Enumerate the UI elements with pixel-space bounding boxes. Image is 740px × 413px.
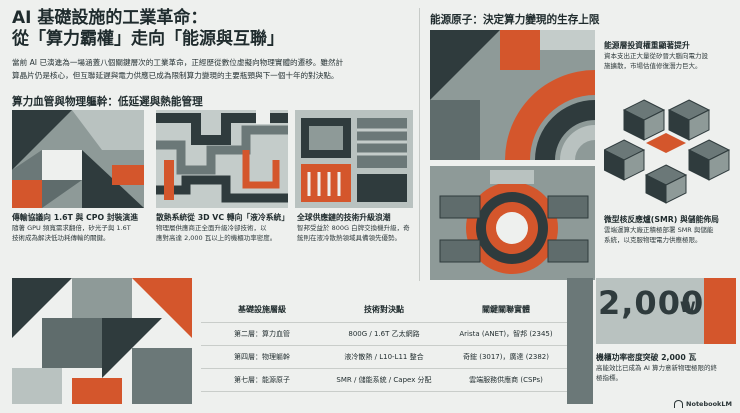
notebooklm-icon xyxy=(674,400,684,408)
table-header-row: 基礎設施層級 技術對決點 關鍵關聯實體 xyxy=(201,296,567,323)
server-cubes-illustration xyxy=(604,95,734,205)
card-1: 傳輸協議向 1.6T 與 CPO 封裝演進 隨著 GPU 頻寬需求翻倍，矽光子與… xyxy=(12,212,152,243)
reactor-illustration xyxy=(430,166,595,280)
table-row: 第四層：物理軀幹 液冷散熱 / L10-L11 整合 奇鋐 (3017)，廣達 … xyxy=(201,346,567,369)
power-unit: W xyxy=(680,300,696,316)
smr-item: 微型核反應爐(SMR) 與儲能佈局 雲端運算大廠正積極部署 SMR 與儲能 系統… xyxy=(604,214,736,245)
title-line-1: AI 基礎設施的工業革命： xyxy=(12,8,208,28)
table-row: 第二層：算力血管 800G / 1.6T 乙太網路 Arista (ANET)，… xyxy=(201,323,567,346)
card-3-body-line-1: 智邦受益於 800G 白牌交換機升級，奇 xyxy=(297,224,410,232)
table-header: 技術對決點 xyxy=(364,304,404,314)
title-line-2: 從「算力霸權」走向「能源與互聯」 xyxy=(12,29,284,49)
smr-item-body-line-1: 雲端運算大廠正積極部署 SMR 與儲能 xyxy=(604,226,714,234)
power-readout: 2,000 W xyxy=(596,278,736,344)
card-2-body-line-2: 應對高達 2,000 瓦以上的機櫃功率密度。 xyxy=(156,234,277,242)
table-cell: 雲端服務供應商 (CSPs) xyxy=(469,376,543,384)
table-cell: 第四層：物理軀幹 xyxy=(234,353,290,361)
table-cell: SMR / 儲能系統 / Capex 分配 xyxy=(336,376,432,384)
card-3-title: 全球供應鏈的技術升級浪潮 xyxy=(297,213,391,222)
card-1-body-line-2: 技術成為解決低功耗傳輸的關鍵。 xyxy=(12,234,110,242)
table-cell: 奇鋐 (3017)，廣達 (2382) xyxy=(462,353,549,361)
smr-item-body-line-2: 系統，以克服物理電力供應極限。 xyxy=(604,236,702,244)
energy-item-body-line-1: 資本支出正大量從矽晉大腦向電力設 xyxy=(604,52,708,60)
table-cell: 液冷散熱 / L10-L11 整合 xyxy=(344,353,424,361)
card-3-body-line-2: 鋐則在液冷散熱領域具備領先優勢。 xyxy=(297,234,401,242)
card-1-title: 傳輸協議向 1.6T 與 CPO 封裝演進 xyxy=(12,213,139,222)
power-item: 機櫃功率密度突破 2,000 瓦 高能效比已成為 AI 算力意新物理極限的終 極… xyxy=(596,352,736,383)
power-number: 2,000 xyxy=(598,284,705,322)
bottom-left-illustration xyxy=(12,278,192,404)
power-item-body-line-1: 高能效比已成為 AI 算力意新物理極限的終 xyxy=(596,364,717,372)
page-title: AI 基礎設施的工業革命： 從「算力霸權」走向「能源與互聯」 xyxy=(12,8,284,50)
energy-item: 能源層投資權重顯著提升 資本支出正大量從矽晉大腦向電力設 施擴散，市場估值修復潛… xyxy=(604,40,734,71)
card-1-body-line-1: 隨著 GPU 頻寬需求翻倍，矽光子與 1.6T xyxy=(12,224,131,232)
power-item-body-line-2: 極指標。 xyxy=(596,374,622,382)
table-cell: 800G / 1.6T 乙太網路 xyxy=(348,330,420,338)
logo-text: NotebookLM xyxy=(686,400,732,408)
card-1-illustration xyxy=(12,110,144,208)
energy-item-body-line-2: 施擴散，市場估值修復潛力巨大。 xyxy=(604,62,702,70)
card-2-title: 散熱系統從 3D VC 轉向「液冷系統」 xyxy=(156,213,290,222)
card-2-body-line-1: 物理層供應商正全面升級冷卻技術，以 xyxy=(156,224,267,232)
card-2: 散熱系統從 3D VC 轉向「液冷系統」 物理層供應商正全面升級冷卻技術，以 應… xyxy=(156,212,296,243)
comparison-table: 基礎設施層級 技術對決點 關鍵關聯實體 第二層：算力血管 800G / 1.6T… xyxy=(201,296,567,392)
energy-illustration xyxy=(430,30,595,160)
card-3-illustration xyxy=(295,110,413,208)
intro-line-1: 當前 AI 已演進為一場涵蓋八個關鍵層次的工業革命，正經歷從數位虛擬向物理實體的… xyxy=(12,58,344,67)
table-header: 關鍵關聯實體 xyxy=(482,304,530,314)
energy-item-title: 能源層投資權重顯著提升 xyxy=(604,41,690,50)
column-divider xyxy=(419,8,420,281)
table-cell: Arista (ANET)，智邦 (2345) xyxy=(459,330,553,338)
table-cell: 第七層：能源原子 xyxy=(234,376,290,384)
power-item-title: 機櫃功率密度突破 2,000 瓦 xyxy=(596,353,697,362)
card-3: 全球供應鏈的技術升級浪潮 智邦受益於 800G 白牌交換機升級，奇 鋐則在液冷散… xyxy=(297,212,419,243)
table-row: 第七層：能源原子 SMR / 儲能系統 / Capex 分配 雲端服務供應商 (… xyxy=(201,369,567,392)
left-section-heading: 算力血管與物理軀幹：低延遲與熱能管理 xyxy=(12,96,203,108)
notebooklm-logo: NotebookLM xyxy=(674,400,732,408)
table-header: 基礎設施層級 xyxy=(238,304,286,314)
right-section-heading: 能源原子：決定算力變現的生存上限 xyxy=(430,14,600,26)
table-side-strip xyxy=(567,278,593,404)
table-cell: 第二層：算力血管 xyxy=(234,330,290,338)
card-2-illustration xyxy=(156,110,288,208)
intro-paragraph: 當前 AI 已演進為一場涵蓋八個關鍵層次的工業革命，正經歷從數位虛擬向物理實體的… xyxy=(12,57,407,82)
smr-item-title: 微型核反應爐(SMR) 與儲能佈局 xyxy=(604,215,719,224)
intro-line-2: 算晶片仍是核心，但互聯延遲與電力供應已成為限制算力變現的主要瓶頸與下一個十年的對… xyxy=(12,70,339,80)
